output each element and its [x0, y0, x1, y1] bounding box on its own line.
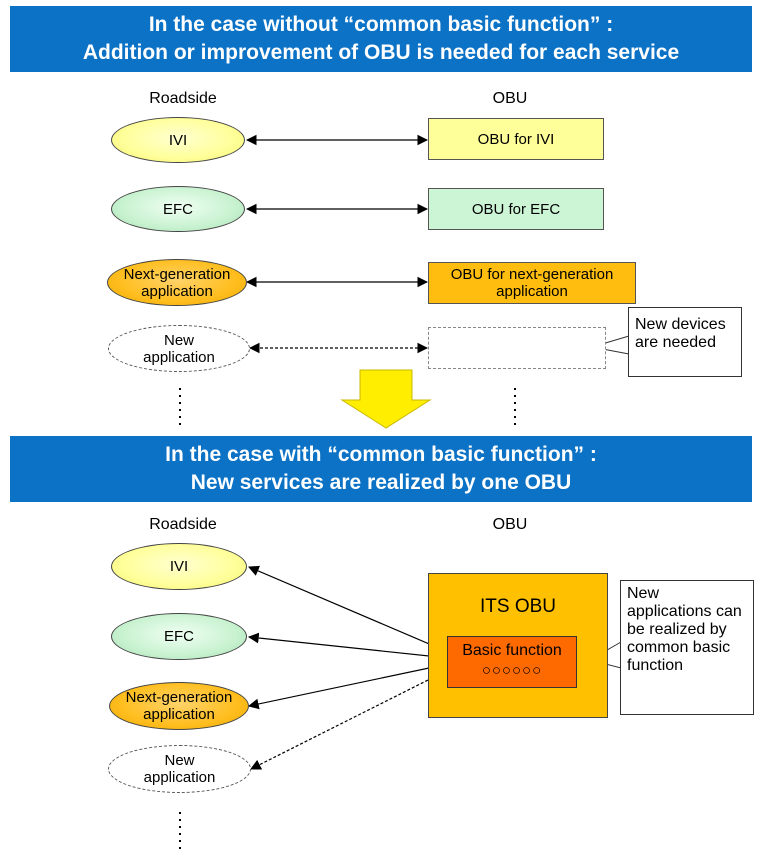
roadside-ivi-bottom: IVI [111, 543, 247, 590]
obu-heading-top: OBU [492, 90, 528, 107]
roadside-next-gen-bottom-label: Next-generation application [125, 689, 233, 723]
roadside-heading-bottom: Roadside [149, 516, 217, 533]
arrow-bottom-ivi [248, 565, 449, 654]
obu-efc-box: OBU for EFC [428, 188, 604, 230]
its-obu-box: ITS OBU Basic function ○○○○○○ [428, 573, 608, 718]
roadside-ivi-top: IVI [111, 117, 245, 163]
bottom-banner-line-1: In the case with “common basic function”… [165, 443, 597, 466]
obu-new-device-box [428, 327, 606, 369]
roadside-ivi-top-label: IVI [168, 131, 188, 149]
roadside-efc-bottom: EFC [111, 613, 247, 660]
obu-ivi-label: OBU for IVI [477, 130, 555, 148]
callout-new-applications-text: New applications can be realized by comm… [627, 585, 742, 674]
roadside-efc-top-label: EFC [163, 200, 193, 218]
bottom-banner-line-2: New services are realized by one OBU [190, 471, 572, 494]
top-banner: In the case without “common basic functi… [10, 6, 752, 72]
basic-function-label: Basic function [462, 642, 562, 659]
basic-function-box: Basic function ○○○○○○ [447, 636, 577, 688]
roadside-next-gen-bottom: Next-generation application [109, 682, 249, 730]
roadside-ivi-bottom-label: IVI [169, 558, 189, 575]
roadside-new-app-top-label: New application [143, 331, 215, 366]
obu-efc-label: OBU for EFC [471, 200, 561, 218]
obu-next-gen-box: OBU for next-generation application [428, 262, 636, 304]
basic-function-circles: ○○○○○○ [481, 662, 543, 679]
transition-arrow-icon [340, 369, 432, 429]
callout-new-devices-text: New devices are needed [635, 316, 726, 351]
roadside-next-gen-top: Next-generation application [107, 259, 247, 306]
top-banner-line-2: Addition or improvement of OBU is needed… [82, 41, 680, 64]
arrow-bottom-new-app [250, 669, 449, 770]
roadside-new-app-bottom-label: New application [143, 752, 216, 786]
its-obu-title: ITS OBU [479, 596, 556, 617]
roadside-next-gen-top-label: Next-generation application [123, 265, 231, 300]
callout-new-applications: New applications can be realized by comm… [620, 580, 754, 715]
roadside-efc-bottom-label: EFC [164, 628, 194, 645]
arrow-bottom-efc [247, 632, 450, 663]
obu-ivi-box: OBU for IVI [428, 118, 604, 160]
roadside-new-app-bottom: New application [108, 745, 251, 793]
bottom-banner: In the case with “common basic function”… [10, 436, 752, 502]
obu-next-gen-label: OBU for next-generation application [450, 266, 614, 300]
roadside-heading-top: Roadside [149, 90, 217, 107]
roadside-new-app-top: New application [108, 325, 250, 372]
top-banner-line-1: In the case without “common basic functi… [148, 13, 614, 36]
obu-heading-bottom: OBU [492, 516, 528, 533]
roadside-efc-top: EFC [111, 186, 245, 232]
callout-new-devices: New devices are needed [628, 307, 742, 377]
